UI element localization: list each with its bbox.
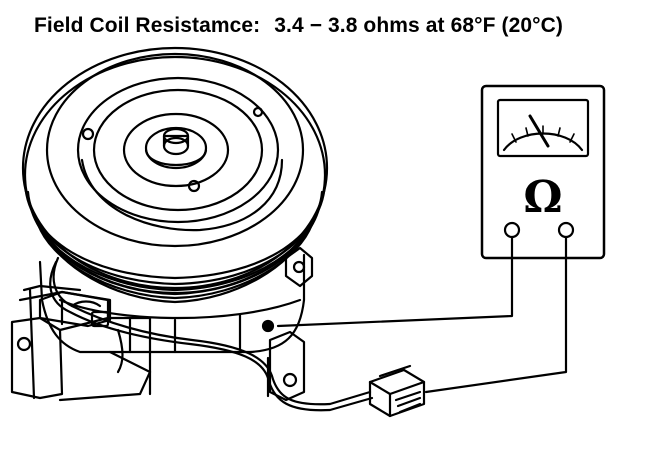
armature-plate <box>76 76 284 232</box>
ohm-icon: Ω <box>523 172 562 223</box>
field-coil-terminal <box>261 319 275 333</box>
title-label: Field Coil Resistamce: <box>34 14 261 37</box>
diagram-title: Field Coil Resistamce: 3.4 − 3.8 ohms at … <box>34 14 563 38</box>
resistance-spec: 3.4 − 3.8 ohms at 68°F (20°C) <box>274 14 564 37</box>
meter-needle <box>528 114 550 148</box>
clutch-pulley <box>21 46 329 304</box>
field-coil-wire <box>49 256 374 412</box>
ohmmeter: Ω <box>480 84 606 260</box>
coil-connector <box>368 364 426 418</box>
test-leads <box>276 235 568 394</box>
